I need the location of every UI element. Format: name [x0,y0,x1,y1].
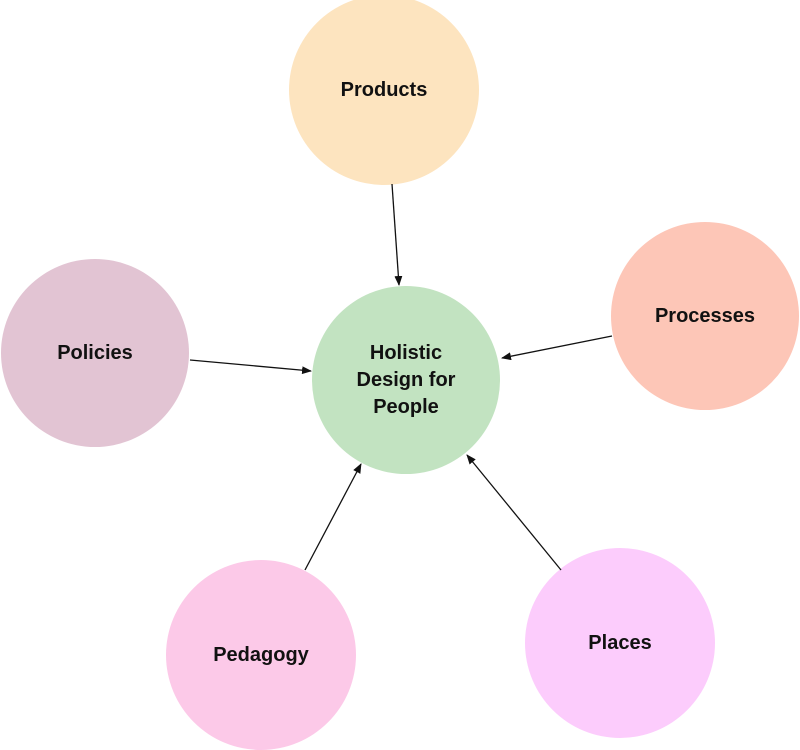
edge-products-center [391,183,403,286]
edge-processes-center [501,335,613,361]
center-label-line: Design for [356,368,456,391]
center-label-line: People [373,395,439,418]
edge-places-center [466,454,562,571]
node-label: Processes [654,304,756,327]
node-policies: Policies [1,259,189,447]
edge-policies-center [189,359,312,375]
node-label: Pedagogy [213,643,309,666]
node-label: Places [588,631,652,654]
node-processes: Processes [611,222,799,410]
node-places: Places [525,548,715,738]
edge-pedagogy-center [304,463,362,571]
node-pedagogy: Pedagogy [166,560,356,750]
node-center: Holistic Design for People [312,286,500,474]
node-label: Policies [57,341,133,364]
center-label-line: Holistic [369,341,443,364]
node-products: Products [289,0,479,185]
node-label: Products [340,78,428,101]
